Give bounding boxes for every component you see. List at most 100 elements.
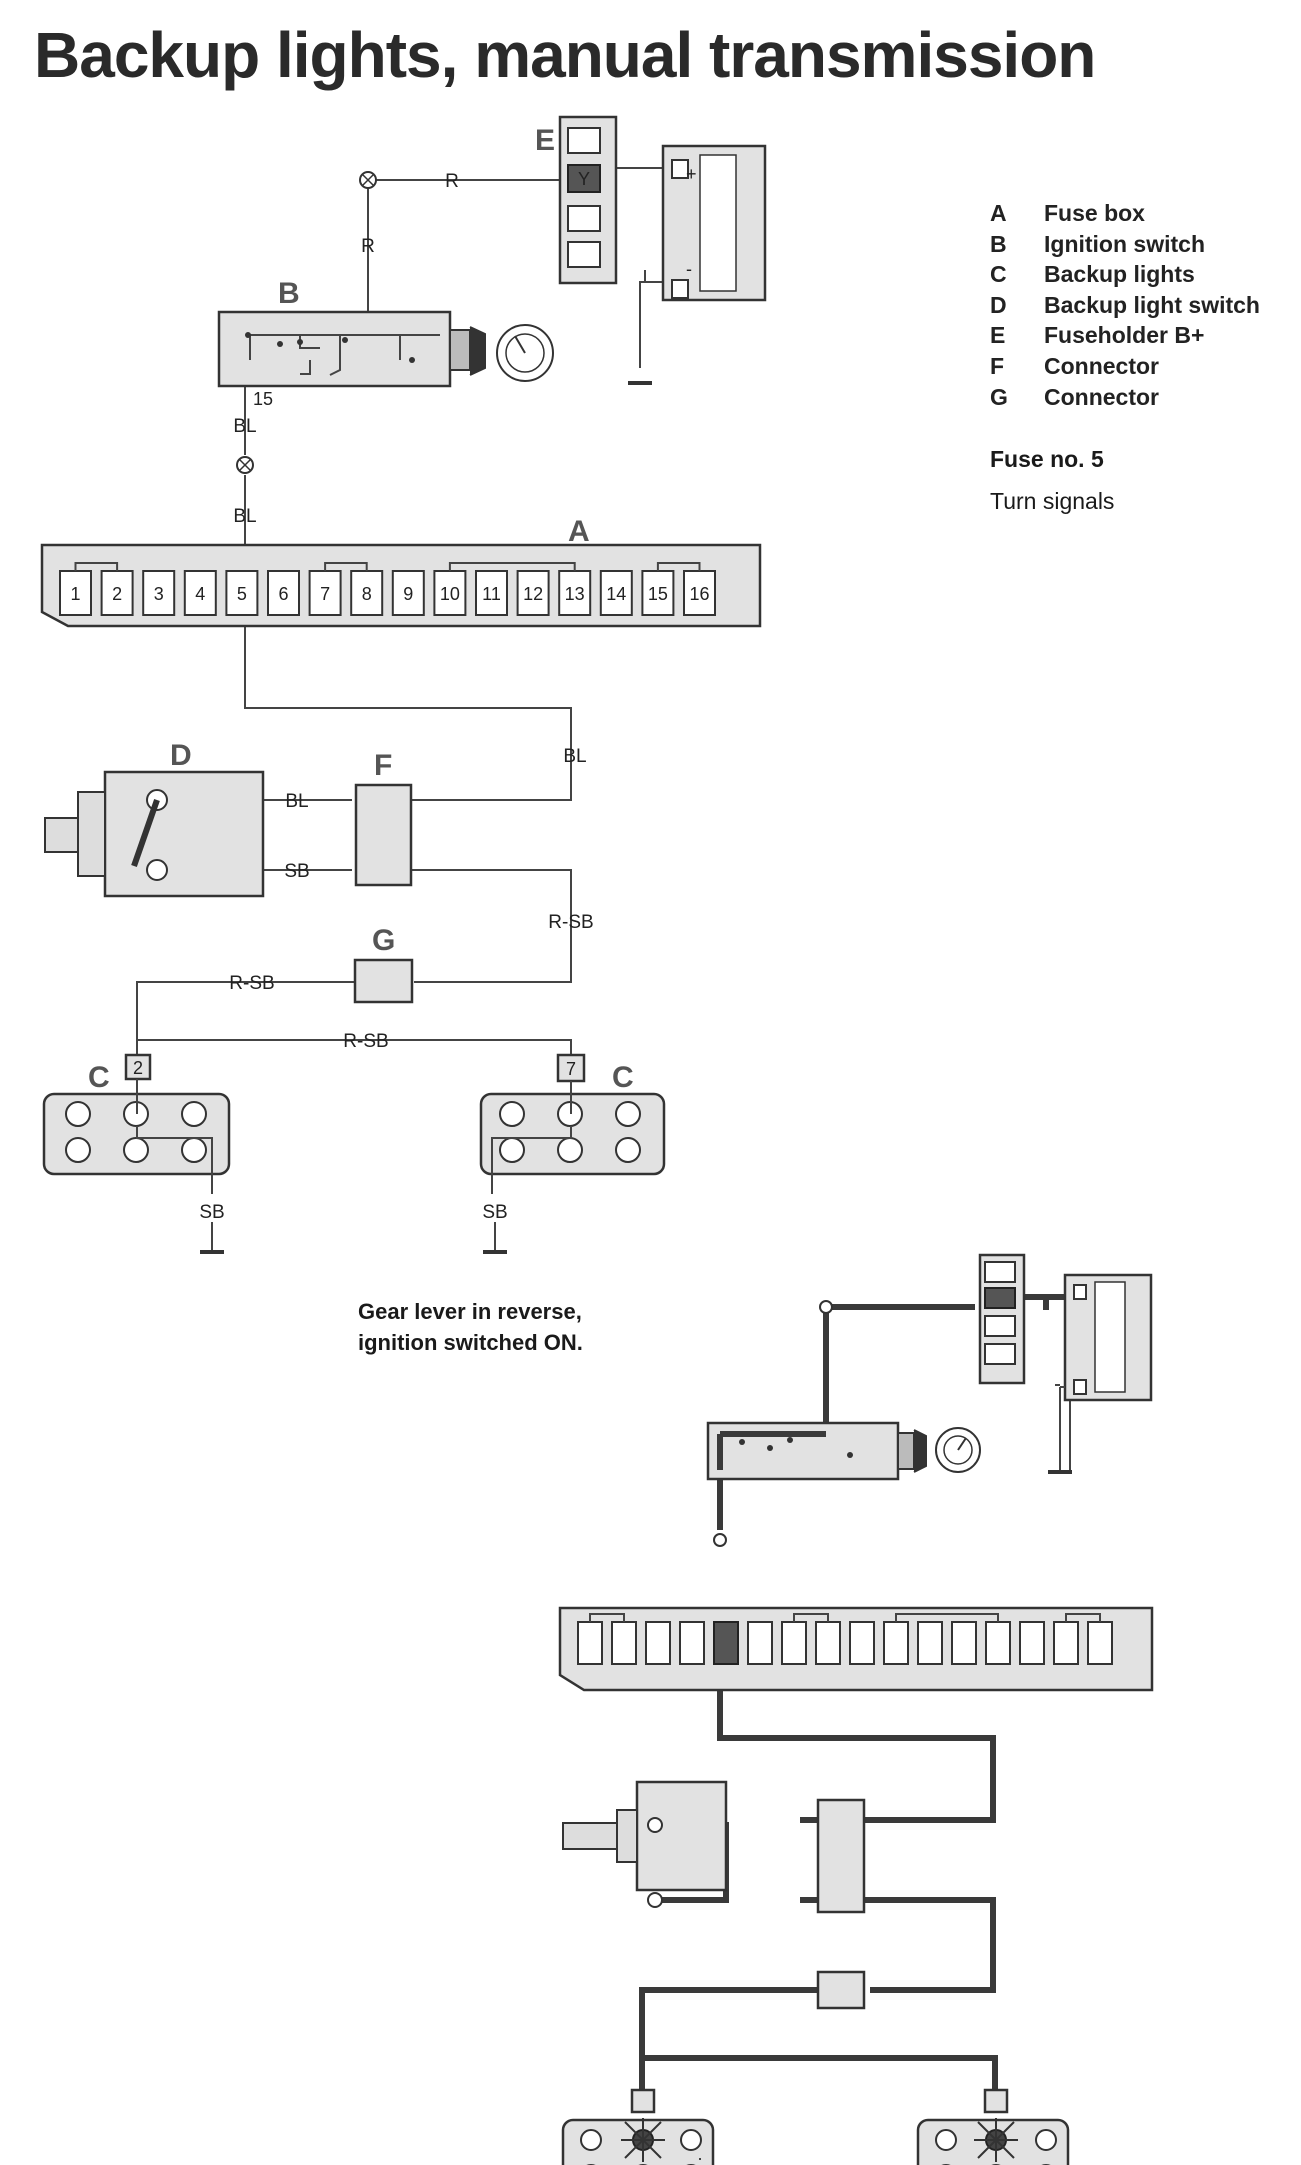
battery-minus: - xyxy=(686,259,692,279)
fuse-2 xyxy=(611,1621,637,1665)
fuse-16 xyxy=(1087,1621,1113,1665)
fuse-row-active xyxy=(577,1613,1113,1665)
legend-label: Connector xyxy=(1044,352,1159,379)
fuse-15 xyxy=(1053,1621,1079,1665)
fuse-number-3: 3 xyxy=(154,584,164,604)
fuse-number-14: 14 xyxy=(606,584,626,604)
fuse-number-16: 16 xyxy=(689,584,709,604)
component-label-b: B xyxy=(278,277,300,310)
wire-label-rsb-left: R-SB xyxy=(229,973,274,994)
wire-label-r-vertical: R xyxy=(361,236,375,257)
fuse-6 xyxy=(267,570,300,616)
fuse-14 xyxy=(599,570,633,616)
battery-plus: + xyxy=(686,164,697,184)
fuse-16 xyxy=(683,570,716,616)
wire-label-bl-fuse: BL xyxy=(233,506,256,527)
fuse-5 xyxy=(225,570,259,616)
wire-label-bl-switch: BL xyxy=(285,791,308,812)
fuse-6 xyxy=(747,1621,773,1665)
fuse-3 xyxy=(142,570,176,616)
connector-f: F xyxy=(354,749,413,887)
operating-state-note: Gear lever in reverse, ignition switched… xyxy=(358,1296,583,1358)
light-pin-left: 2 xyxy=(133,1058,143,1078)
fuse-circuit-note: Turn signals xyxy=(990,488,1115,514)
legend-key: D xyxy=(990,291,1007,318)
state-note-line-2: ignition switched ON. xyxy=(358,1330,583,1355)
active-circuit-diagram xyxy=(558,1253,1154,2165)
fuse-5 xyxy=(713,1621,739,1665)
component-label-f: F xyxy=(374,749,392,782)
splice-symbols xyxy=(236,171,377,474)
component-label-c-left: C xyxy=(88,1061,110,1094)
ignition-terminal-15: 15 xyxy=(253,389,273,409)
fuse-number-7: 7 xyxy=(320,584,330,604)
legend-key: E xyxy=(990,322,1006,349)
backup-light-switch: D xyxy=(44,739,265,898)
wire-label-rsb-lights: R-SB xyxy=(343,1031,388,1052)
legend-label: Connector xyxy=(1044,383,1159,410)
legend-item-g: G Connector xyxy=(990,382,1290,413)
fuse-4 xyxy=(183,570,217,616)
fuse-1 xyxy=(577,1621,603,1665)
wire-label-rsb-right: R-SB xyxy=(548,912,593,933)
fuse-4 xyxy=(679,1621,705,1665)
legend-item-f: F Connector xyxy=(990,351,1290,382)
legend-label: Backup lights xyxy=(1044,261,1195,288)
component-label-c-right: C xyxy=(612,1061,634,1094)
legend-key: A xyxy=(990,200,1007,226)
fuse-13 xyxy=(985,1621,1011,1665)
fuse-11 xyxy=(917,1621,943,1665)
backup-light-left: 2 C SB xyxy=(42,1053,231,1254)
component-label-a: A xyxy=(568,515,590,548)
ignition-switch: 15 B xyxy=(217,277,554,409)
legend-key: G xyxy=(990,383,1008,410)
legend-label: Ignition switch xyxy=(1044,230,1205,257)
fuse-number-8: 8 xyxy=(362,584,372,604)
fuse-number-10: 10 xyxy=(440,584,460,604)
fuse-number-note: Fuse no. 5 xyxy=(990,446,1104,472)
wire-label-sb-ground-left: SB xyxy=(199,1202,224,1223)
component-label-e: E xyxy=(535,124,555,157)
connector-g: G xyxy=(353,924,414,1004)
fuse-7 xyxy=(781,1621,807,1665)
fuse-3 xyxy=(645,1621,671,1665)
component-label-g: G xyxy=(372,924,395,957)
wire-label-sb-switch: SB xyxy=(284,861,309,882)
legend-item-a: A Fuse box xyxy=(990,198,1290,229)
backup-light-right: 7 C SB xyxy=(479,1053,666,1254)
fuse-number-1: 1 xyxy=(70,584,80,604)
fuse-number-9: 9 xyxy=(403,584,413,604)
legend-item-b: B Ignition switch xyxy=(990,229,1290,260)
fuse-number-2: 2 xyxy=(112,584,122,604)
fuse-2 xyxy=(100,570,134,616)
light-pin-right: 7 xyxy=(566,1059,576,1079)
fuse-number-6: 6 xyxy=(278,584,288,604)
legend-label: Fuse box xyxy=(1044,200,1145,226)
state-note-line-1: Gear lever in reverse, xyxy=(358,1299,582,1324)
fuse-9 xyxy=(849,1621,875,1665)
fuse-13 xyxy=(558,570,592,616)
legend-key: F xyxy=(990,352,1005,379)
fuse-number-4: 4 xyxy=(195,584,205,604)
fuse-12 xyxy=(516,570,550,616)
fuse-9 xyxy=(391,570,425,616)
fuse-12 xyxy=(951,1621,977,1665)
fuse-number-5: 5 xyxy=(237,584,247,604)
legend-key: C xyxy=(990,261,1007,288)
wire-label-r-top: R xyxy=(445,171,459,192)
fuse-number-15: 15 xyxy=(648,584,668,604)
component-label-d: D xyxy=(170,739,192,772)
battery: + - xyxy=(628,144,767,385)
fuseholder-b-plus: Y E xyxy=(535,115,618,285)
wire-label-bl-ignition: BL xyxy=(233,416,256,437)
legend-label: Backup light switch xyxy=(1044,291,1260,318)
legend-key: B xyxy=(990,230,1007,257)
fuseholder-cell-label: Y xyxy=(578,169,590,189)
legend-item-d: D Backup light switch xyxy=(990,290,1290,321)
fuse-14 xyxy=(1019,1621,1045,1665)
